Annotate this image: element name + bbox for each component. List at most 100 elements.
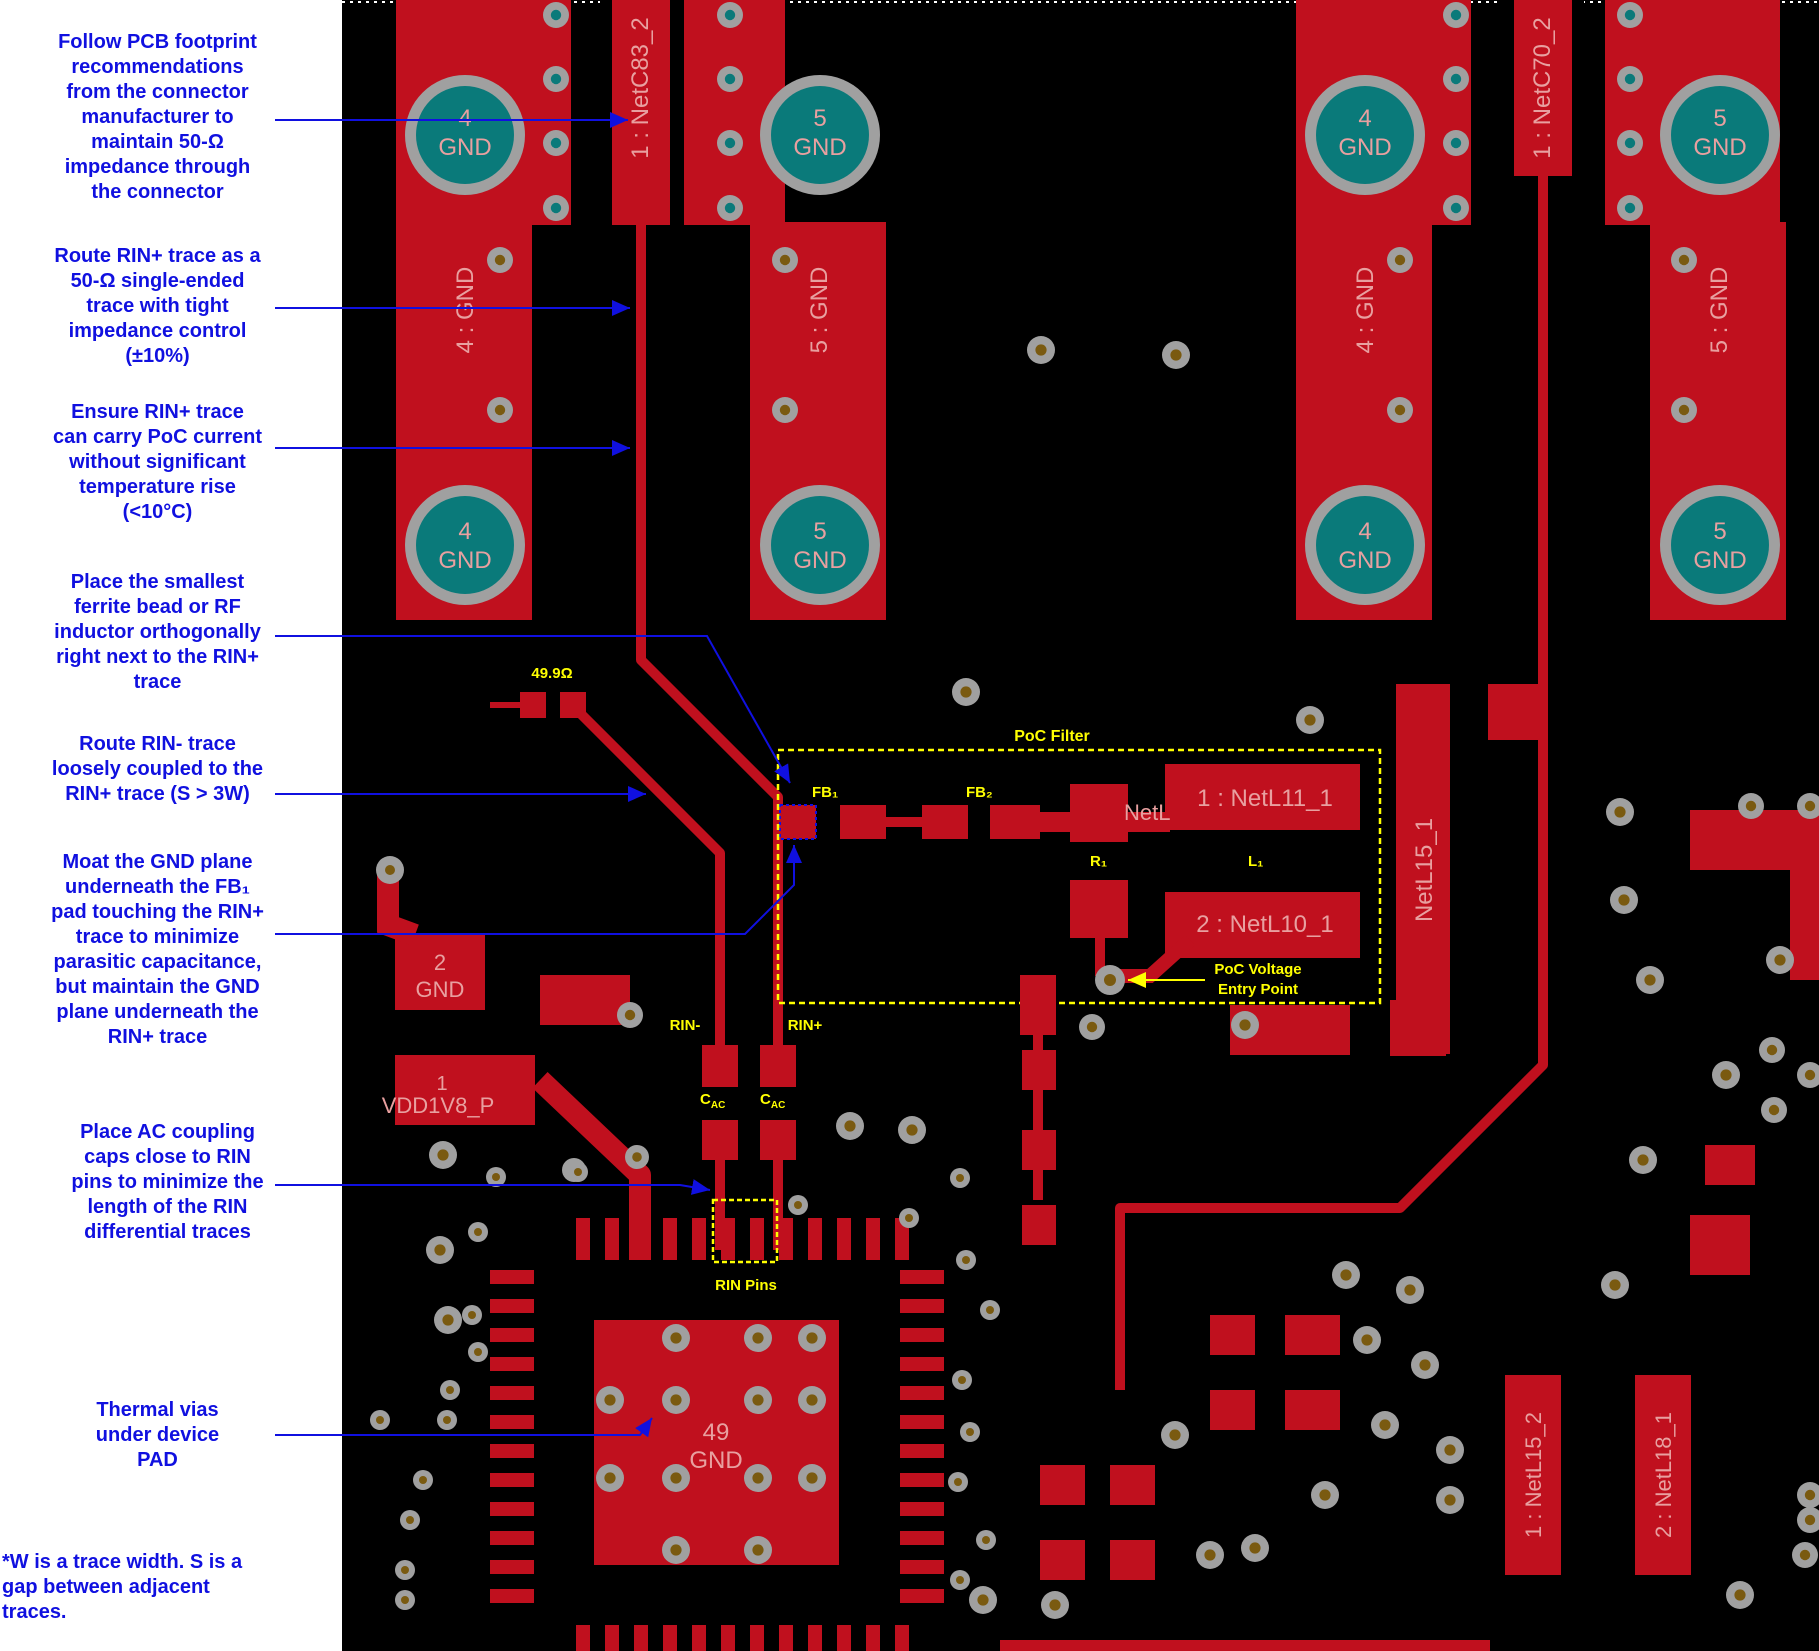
via (1738, 793, 1764, 819)
via (1610, 886, 1638, 914)
via (543, 2, 569, 28)
via (1353, 1326, 1381, 1354)
via (950, 1570, 970, 1590)
ic-pin (900, 1415, 944, 1429)
ic-pin (900, 1502, 944, 1516)
footnote: *W is a trace width. S is a gap between … (2, 1551, 243, 1623)
pad-netl15-2 (1505, 1375, 1561, 1575)
via (617, 1002, 643, 1028)
via (1387, 397, 1413, 423)
via (1671, 397, 1697, 423)
via (1797, 1482, 1819, 1508)
pad-netc70 (1514, 0, 1572, 176)
via (395, 1560, 415, 1580)
ic-pin (490, 1444, 534, 1458)
ic-pin (900, 1357, 944, 1371)
via (440, 1380, 460, 1400)
pad-1-vdd (395, 1055, 535, 1125)
ic-pin (900, 1560, 944, 1574)
via (950, 1168, 970, 1188)
pad2-label: 2 (434, 950, 446, 975)
via (798, 1464, 826, 1492)
via (1443, 130, 1469, 156)
l1-pad2 (1165, 892, 1360, 958)
netl-cut-label: NetL (1124, 800, 1170, 825)
fb2-pad1 (922, 805, 968, 839)
via-label: 4 (1358, 105, 1371, 132)
via (1311, 1481, 1339, 1509)
via (1436, 1436, 1464, 1464)
via (1371, 1411, 1399, 1439)
via (1231, 1011, 1259, 1039)
gnd-via-large (405, 75, 1780, 605)
ic-pin (692, 1218, 706, 1260)
via (798, 1324, 826, 1352)
via-label: GND (438, 134, 491, 161)
via (744, 1324, 772, 1352)
copper-traces (532, 176, 1548, 1390)
ic-pin (605, 1218, 619, 1260)
via (662, 1464, 690, 1492)
via (1761, 1097, 1787, 1123)
via-label: GND (438, 547, 491, 574)
via (1162, 341, 1190, 369)
via (772, 247, 798, 273)
ic-pin (663, 1625, 677, 1651)
via (1411, 1351, 1439, 1379)
ic-pin (576, 1218, 590, 1260)
fb1-label: FB₁ (812, 784, 838, 801)
trace-netc70 (1115, 176, 1548, 1390)
via (798, 1386, 826, 1414)
netl18-1-label: 2 : NetL18_1 (1651, 1412, 1676, 1538)
via (1027, 336, 1055, 364)
pad-label-gnd5: 5 : GND (806, 267, 833, 354)
l1-label: L₁ (1248, 853, 1263, 870)
via (980, 1300, 1000, 1320)
via (1617, 66, 1643, 92)
via-label: 5 (1713, 105, 1726, 132)
via (717, 130, 743, 156)
via (717, 2, 743, 28)
via (899, 1208, 919, 1228)
ic-pin (750, 1218, 764, 1260)
via (662, 1536, 690, 1564)
via (1436, 1486, 1464, 1514)
via (596, 1386, 624, 1414)
via (1671, 247, 1697, 273)
trace-rin-minus (566, 699, 725, 1045)
ic-pin (634, 1625, 648, 1651)
ic-pin (605, 1625, 619, 1651)
small-vias (370, 2, 1819, 1619)
ic-package: 49 GND (594, 1320, 839, 1565)
via-label: 5 (813, 518, 826, 545)
ic-pin (490, 1299, 534, 1313)
poc-filter-outline (776, 748, 1382, 1005)
pad-label-netc70: 1 : NetC70_2 (1529, 17, 1556, 158)
via-label: GND (1693, 547, 1746, 574)
ic-pin (895, 1218, 909, 1260)
arrow-gnd-moat (275, 845, 802, 935)
annotation-arrows (275, 112, 802, 1438)
via (836, 1112, 864, 1140)
via (969, 1586, 997, 1614)
via (1396, 1276, 1424, 1304)
ic-thermal-pad (594, 1320, 839, 1565)
rin-minus-label: RIN- (670, 1017, 701, 1034)
via-label: 5 (1713, 518, 1726, 545)
via (1797, 793, 1819, 819)
arrow-ferrite-bead (275, 635, 791, 784)
pad-label-gnd4: 4 : GND (1352, 267, 1379, 354)
ic-pin (490, 1473, 534, 1487)
via (788, 1195, 808, 1215)
rin-pins-label: RIN Pins (715, 1277, 777, 1294)
pad-label-gnd4: 4 : GND (452, 267, 479, 354)
via (1196, 1541, 1224, 1569)
note-ferrite-bead: Place the smallest ferrite bead or RF in… (54, 571, 261, 693)
pad-netc83 (612, 0, 670, 176)
pad2-gnd-label: GND (416, 977, 465, 1002)
via-label: GND (1338, 134, 1391, 161)
resistor-value-label: 49.9Ω (531, 665, 572, 682)
via (1792, 1542, 1818, 1568)
